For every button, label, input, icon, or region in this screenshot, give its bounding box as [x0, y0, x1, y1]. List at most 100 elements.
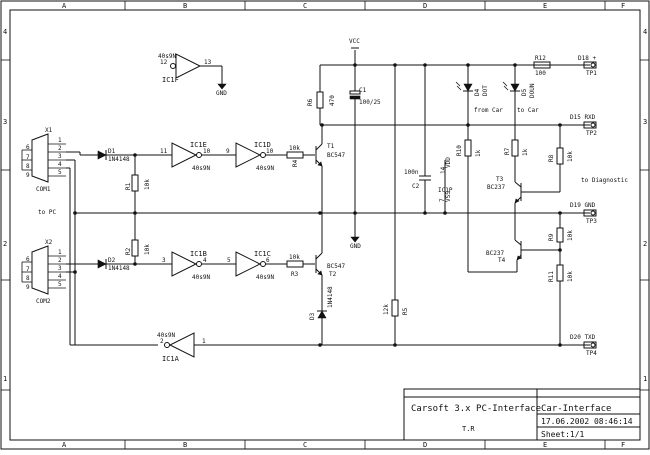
- com2-name: COM2: [36, 298, 51, 305]
- com1-ref: X1: [45, 127, 53, 134]
- ic1a-pin-in: 2: [160, 338, 164, 345]
- com1-connector: X1 COM1 6 1 7 2 8 3 9 4 5: [21, 127, 66, 193]
- r2-ref: R2: [125, 247, 132, 255]
- resistor-r8: R8 10k: [548, 125, 574, 192]
- col-label-e-bottom: E: [543, 441, 547, 449]
- resistor-r7: R7 1k: [504, 139, 529, 182]
- diode-d2: D2 1N4148: [97, 257, 172, 272]
- r12-value: 100: [535, 70, 546, 77]
- ic1e-ref: IC1E: [190, 141, 207, 149]
- t4-value: BC237: [486, 250, 504, 257]
- inverter-ic1f: 12 13 40s9N IC1F GND: [158, 53, 227, 97]
- d5-value: DOUN: [529, 83, 536, 98]
- resistor-r1: R1 10k: [125, 155, 151, 213]
- connector-wiring: [66, 151, 158, 346]
- ic1c-value: 40s9N: [256, 274, 274, 281]
- inverter-ic1e: 11 10 IC1E 40s9N: [160, 141, 236, 172]
- to-car-label: to Car: [517, 107, 539, 114]
- ic1a-value: 40s9N: [157, 332, 175, 339]
- ic1p-vdd-label: VDD: [445, 157, 452, 168]
- drawing-date: 17.06.2002 08:46:14: [541, 417, 633, 426]
- col-label-a-bottom: A: [62, 441, 67, 449]
- ic1a-pin-out: 1: [202, 338, 206, 345]
- r12-ref: R12: [535, 55, 546, 62]
- testpoint-tp4[interactable]: D20 TXD TP4: [570, 334, 597, 357]
- testpoint-tp3[interactable]: D19 GND TP3: [570, 202, 597, 225]
- r7-value: 1k: [522, 148, 529, 156]
- tp2-ref: TP2: [586, 130, 597, 137]
- d4-ref: D4: [474, 88, 481, 96]
- resistor-r6: R6 470: [307, 91, 336, 126]
- t3-value: BC237: [487, 184, 505, 191]
- testpoint-tp1[interactable]: D18 + TP1: [578, 55, 597, 77]
- com2-pin-5: 5: [58, 281, 62, 288]
- transistor-t1: T1 BC547: [315, 125, 345, 213]
- col-label-f: F: [621, 2, 625, 10]
- com2-pin-8: 8: [26, 275, 30, 282]
- r2-value: 10k: [144, 244, 151, 255]
- ic1f-ref: IC1F: [162, 76, 179, 84]
- ic1f-pin-out: 13: [204, 59, 212, 66]
- com2-pin-6: 6: [26, 256, 30, 263]
- resistor-r11: R11 10k: [548, 248, 574, 347]
- com2-pin-4: 4: [58, 273, 62, 280]
- ic1b-ref: IC1B: [190, 250, 207, 258]
- c2-value: 100n: [404, 169, 419, 176]
- r6-ref: R6: [307, 98, 314, 106]
- col-label-f-bottom: F: [621, 441, 625, 449]
- col-label-c-bottom: C: [303, 441, 307, 449]
- author-text: T.R: [462, 425, 475, 433]
- transistor-t4: BC237 T4: [486, 213, 560, 272]
- com2-connector: X2 COM2 6 1 7 2 8 3 9 4 5: [21, 239, 66, 305]
- to-diagnostic-label: to Diagnostic: [581, 177, 628, 184]
- ic1e-value: 40s9N: [192, 165, 210, 172]
- gnd-rail: to PC GND: [38, 209, 590, 250]
- inverter-ic1c: 5 6 IC1C 40s9N: [227, 250, 287, 281]
- row-label-4-right: 4: [643, 28, 647, 36]
- t3-ref: T3: [496, 176, 504, 183]
- com2-pin-3: 3: [58, 265, 62, 272]
- ic1d-ref: IC1D: [254, 141, 271, 149]
- ic1p-ref: IC1P: [438, 187, 453, 194]
- testpoint-tp2[interactable]: D15 RXD TP2: [570, 114, 597, 137]
- r7-ref: R7: [504, 147, 511, 155]
- com1-pin-9: 9: [26, 172, 30, 179]
- ic1c-pin-in: 5: [227, 257, 231, 264]
- col-label-c: C: [303, 2, 307, 10]
- tp1-ref: TP1: [586, 70, 597, 77]
- com1-pin-6: 6: [26, 144, 30, 151]
- ic1d-pin-in: 9: [226, 148, 230, 155]
- tp1-label: D18 +: [578, 55, 596, 62]
- ic1f-gnd-label: GND: [216, 90, 227, 97]
- diode-d3: D3 1N4148: [309, 286, 334, 345]
- col-label-e: E: [543, 2, 547, 10]
- d4-value: DOT: [482, 85, 489, 96]
- d5-ref: D5: [521, 88, 528, 96]
- title-text: Carsoft 3.x PC-Interface: [411, 404, 541, 414]
- r1-value: 10k: [144, 179, 151, 190]
- row-label-1: 1: [3, 375, 7, 383]
- ic1c-pin-out: 6: [266, 257, 270, 264]
- com1-pin-3: 3: [58, 153, 62, 160]
- com1-pin-4: 4: [58, 161, 62, 168]
- r9-ref: R9: [548, 233, 555, 241]
- ic1c-ref: IC1C: [254, 250, 271, 258]
- col-label-a: A: [62, 2, 67, 10]
- ic1e-pin-in: 11: [160, 148, 168, 155]
- resistor-r12: R12 100: [533, 55, 551, 77]
- led-d4: D4 DOT: [455, 65, 489, 125]
- capacitor-c2: 100n C2: [404, 65, 431, 213]
- r11-ref: R11: [548, 271, 555, 282]
- t2-value: BC547: [327, 263, 345, 270]
- resistor-r2: R2 10k: [125, 213, 151, 264]
- tp2-label: D15 RXD: [570, 114, 596, 121]
- c1-ref: C1: [359, 87, 367, 94]
- d2-value: 1N4148: [108, 265, 130, 272]
- r6-value: 470: [329, 95, 336, 106]
- com1-name: COM1: [36, 186, 51, 193]
- r8-ref: R8: [548, 154, 555, 162]
- ic1a-ref: IC1A: [162, 355, 180, 363]
- inverter-ic1d: 9 10 IC1D 40s9N: [226, 141, 287, 172]
- ic1d-value: 40s9N: [256, 165, 274, 172]
